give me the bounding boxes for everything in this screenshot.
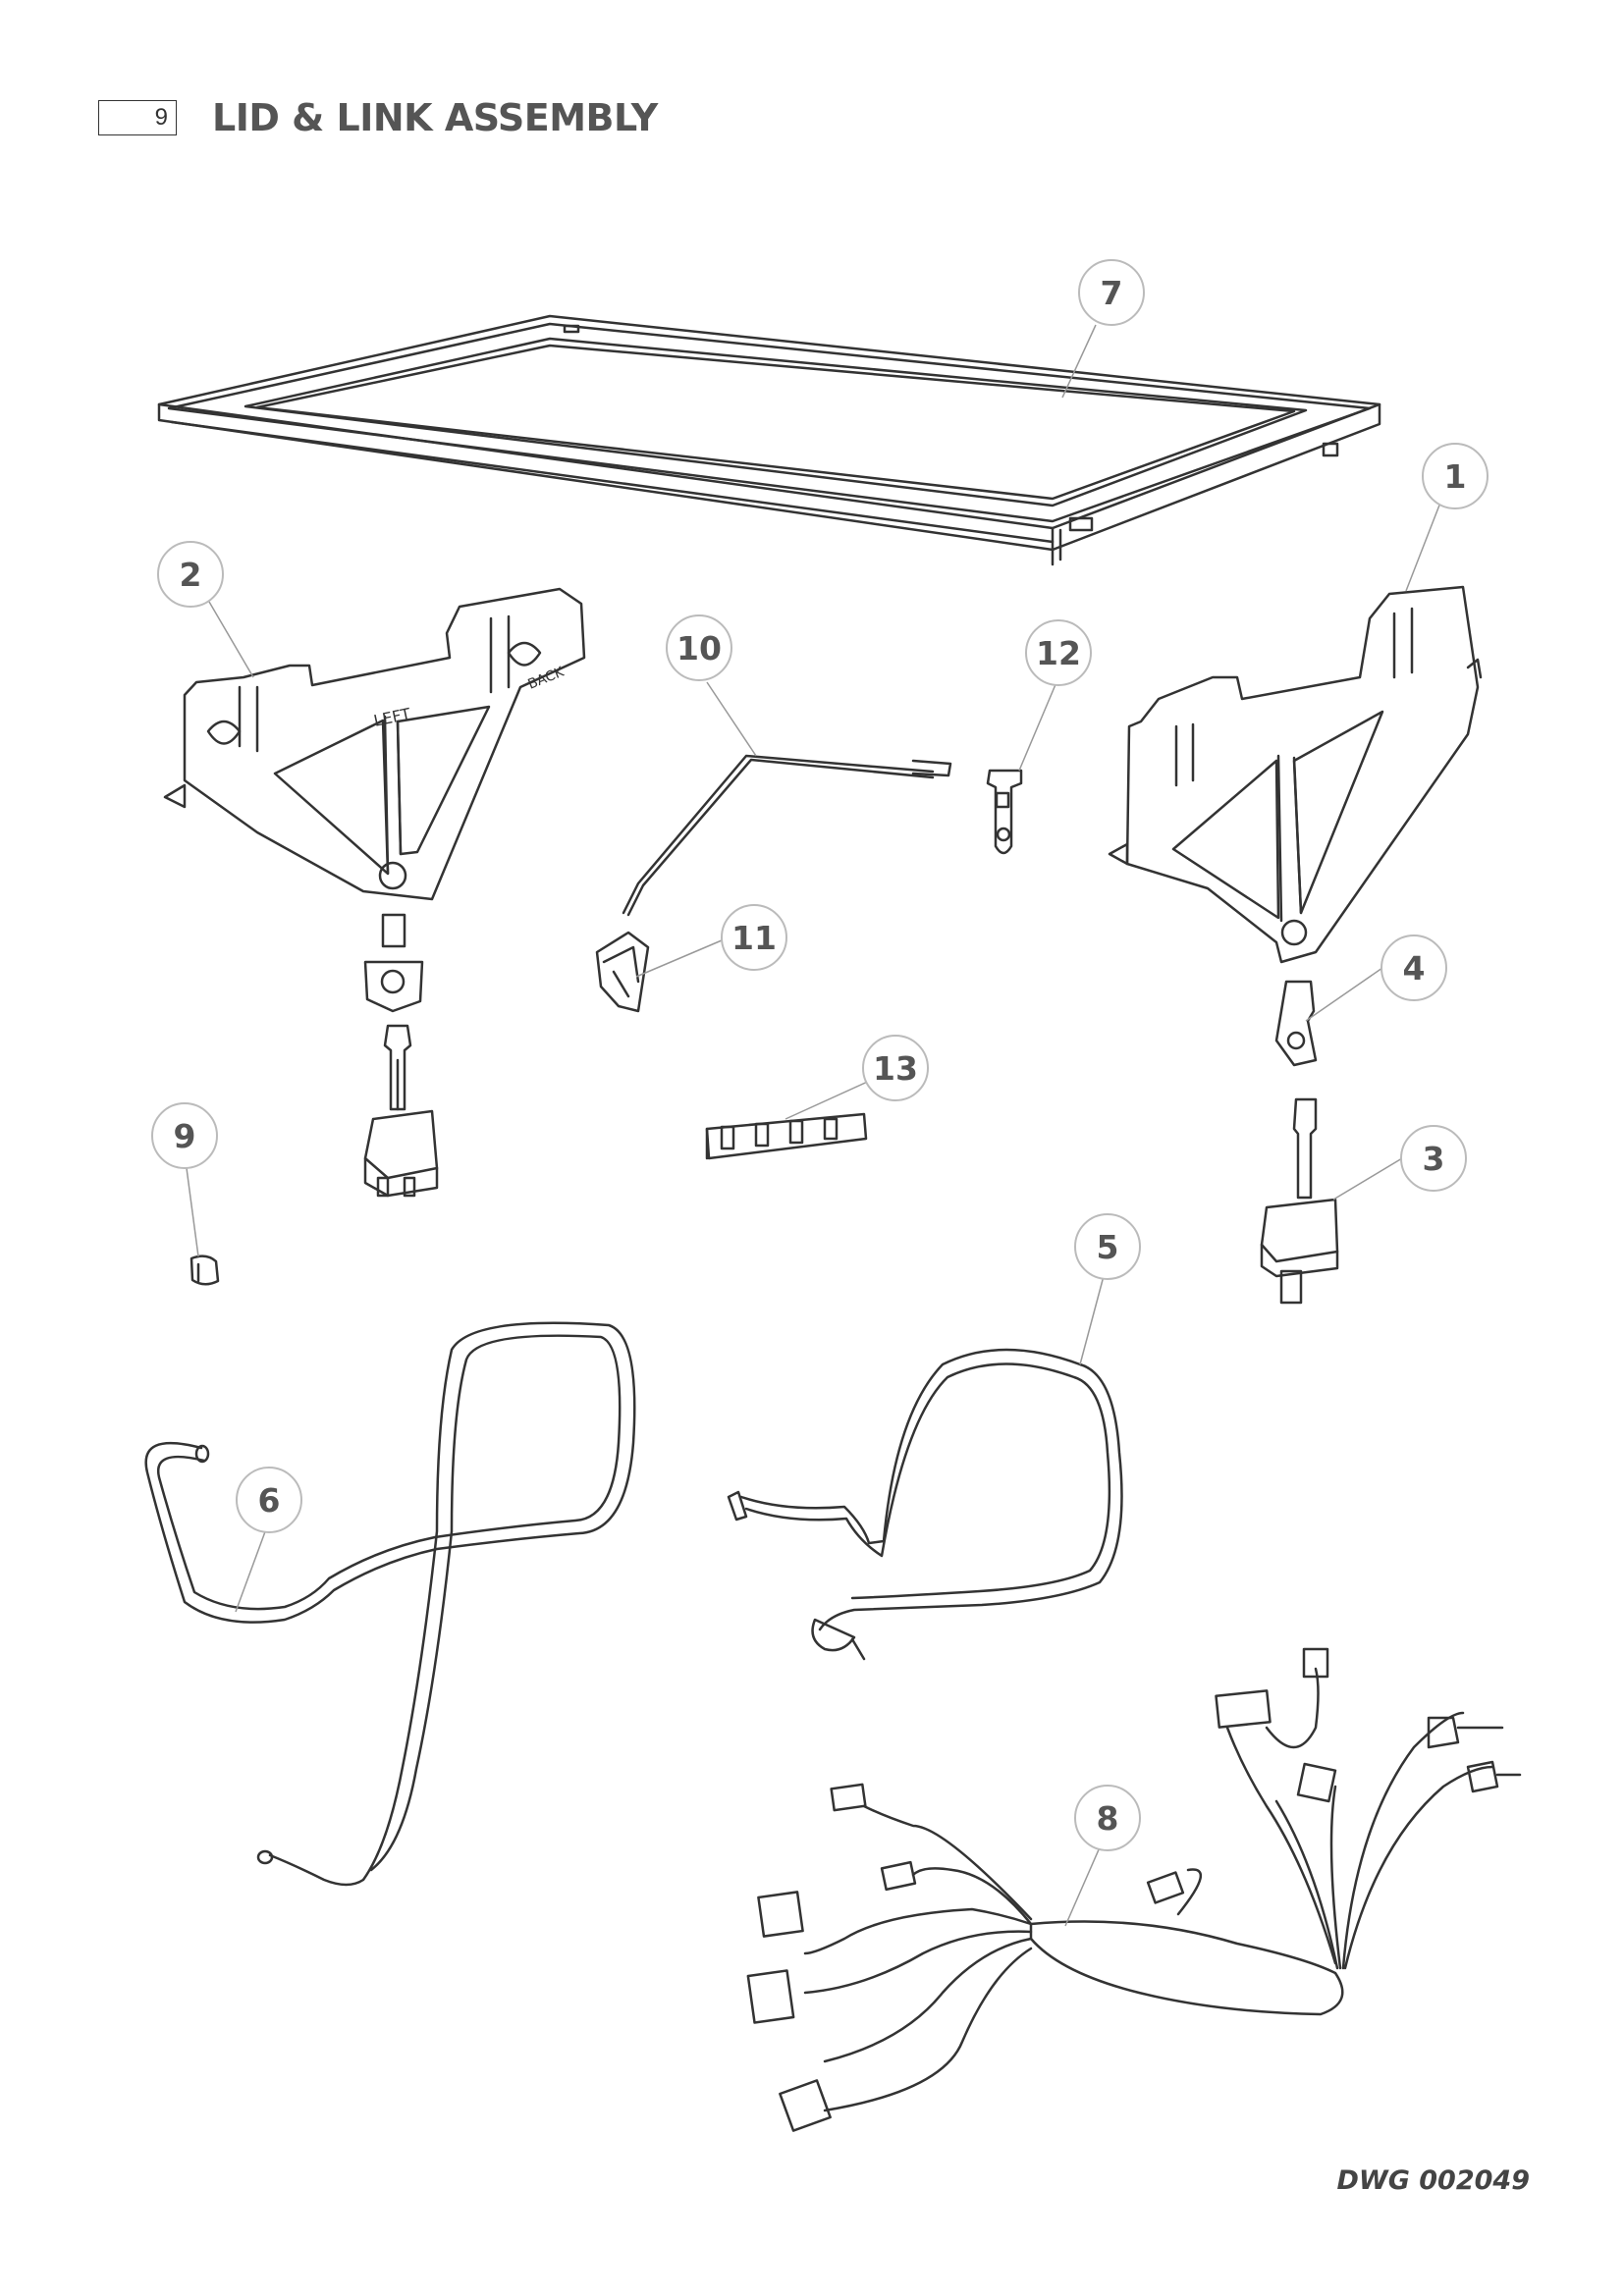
leader-lines — [186, 324, 1441, 1927]
svg-text:11: 11 — [731, 919, 777, 957]
callout-8: 8 — [1074, 1785, 1141, 1851]
callouts: 7 1 2 10 12 11 4 13 9 3 5 6 8 — [151, 259, 1489, 1851]
svg-text:3: 3 — [1423, 1140, 1445, 1178]
back-marking: BACK — [526, 664, 568, 692]
callout-2: 2 — [157, 541, 224, 608]
callout-12: 12 — [1025, 619, 1092, 686]
left-latch-switch — [363, 1024, 439, 1198]
callout-5: 5 — [1074, 1213, 1141, 1280]
callout-3: 3 — [1400, 1125, 1467, 1192]
svg-text:8: 8 — [1097, 1799, 1119, 1838]
page-number: 9 — [98, 100, 177, 135]
part-4-right-clip — [1274, 980, 1318, 1067]
callout-10: 10 — [666, 614, 732, 681]
callout-7: 7 — [1078, 259, 1145, 326]
callout-11: 11 — [721, 904, 787, 971]
svg-text:7: 7 — [1101, 274, 1123, 312]
svg-text:10: 10 — [677, 629, 722, 667]
svg-text:1: 1 — [1444, 457, 1467, 496]
svg-text:5: 5 — [1097, 1228, 1119, 1266]
callout-6: 6 — [236, 1467, 302, 1533]
part-7-lid-frame — [157, 314, 1381, 566]
part-8-wiring-harness — [746, 1647, 1522, 2132]
part-12-clip — [986, 769, 1023, 855]
left-latch-clip — [363, 913, 424, 1013]
svg-text:9: 9 — [174, 1117, 196, 1155]
svg-text:13: 13 — [873, 1049, 918, 1088]
left-marking: LEFT — [372, 704, 412, 729]
part-3-right-latch-switch — [1260, 1097, 1339, 1305]
part-5-cable — [727, 1348, 1123, 1661]
callout-1: 1 — [1422, 443, 1489, 509]
part-9-clamp — [189, 1255, 220, 1286]
part-13-strip — [705, 1112, 868, 1160]
callout-9: 9 — [151, 1102, 218, 1169]
callout-4: 4 — [1380, 934, 1447, 1001]
part-11-hinge-block — [595, 931, 650, 1013]
svg-text:12: 12 — [1036, 634, 1081, 672]
svg-text:4: 4 — [1403, 949, 1426, 988]
callout-13: 13 — [862, 1035, 929, 1101]
part-10-wire-link — [622, 754, 952, 917]
part-6-hose — [144, 1321, 636, 1887]
svg-text:6: 6 — [258, 1481, 281, 1520]
part-1-right-bracket — [1108, 585, 1483, 964]
drawing-number: DWG 002049 — [1336, 2165, 1530, 2196]
part-2-left-bracket — [163, 587, 586, 901]
svg-text:2: 2 — [180, 556, 202, 594]
page-title: LID & LINK ASSEMBLY — [212, 96, 658, 139]
